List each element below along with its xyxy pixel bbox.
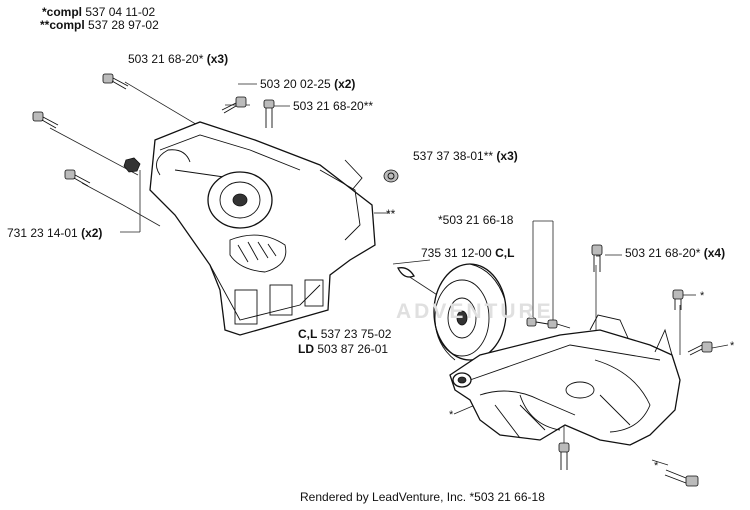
starter-housing: [149, 121, 376, 336]
marker-asterisk: *: [449, 409, 454, 421]
label-bolt-small: 503 21 68-20**: [293, 99, 373, 113]
screw-housing-top-2: [547, 319, 571, 329]
part-qty: (x2): [81, 226, 103, 240]
label-star2-marker: **: [386, 207, 396, 221]
part-models: C,L: [298, 327, 318, 341]
part-qty: (x2): [334, 77, 356, 91]
part-number: *503 21 66-18: [438, 213, 514, 227]
marker-asterisk: *: [654, 460, 659, 472]
part-number: 503 21 68-20*: [625, 246, 701, 260]
part-number: 503 87 26-01: [317, 342, 389, 356]
label-bolt-mid: 503 20 02-25 (x2): [260, 77, 355, 91]
part-qty: (x4): [703, 246, 726, 260]
footer: Rendered by LeadVenture, Inc. *503 21 66…: [300, 490, 545, 504]
bolt-mid: [221, 96, 247, 114]
part-models: C,L: [495, 246, 515, 260]
label-bolt-right: 503 21 68-20* (x4): [625, 246, 725, 260]
clutch-cover-housing: [449, 314, 681, 446]
label-screw-housing: *503 21 66-18: [438, 213, 513, 227]
part-number: 503 21 68-20**: [293, 99, 374, 113]
header-line-1: *compl 537 04 11-02: [42, 6, 155, 19]
bolt-bottom-right: [664, 469, 699, 487]
footer-credit: Rendered by LeadVenture, Inc.: [300, 490, 467, 504]
bolt-top-left: [102, 73, 129, 90]
stud-left: [64, 169, 91, 187]
header-compl-prefix-2: **compl: [40, 18, 85, 32]
part-number: 503 20 02-25: [260, 77, 331, 91]
bolt-left-long: [32, 111, 59, 129]
clutch-drum: [433, 263, 507, 361]
screw-housing-top: [526, 317, 549, 327]
part-number: 731 23 14-01: [7, 226, 78, 240]
bolt-right-upper: [672, 289, 684, 310]
label-bolt-top-left: 503 21 68-20* (x3): [128, 52, 228, 66]
header-compl-value-1: 537 04 11-02: [85, 5, 156, 19]
marker-asterisk: *: [700, 290, 705, 302]
bolt-right-side: [687, 341, 713, 356]
part-number: 503 21 68-20*: [128, 52, 204, 66]
marker-asterisk: *: [730, 340, 735, 352]
footer-part: *503 21 66-18: [469, 490, 545, 504]
screw-bottom: [558, 442, 570, 470]
label-drum-1: C,L 537 23 75-02: [298, 327, 391, 341]
label-stud-left: 731 23 14-01 (x2): [7, 226, 102, 240]
header-line-2: **compl 537 28 97-02: [40, 19, 159, 32]
bolt-right-top: [591, 244, 603, 272]
part-qty: (x3): [496, 149, 518, 163]
nut-left: [123, 157, 141, 173]
bolt-small: [263, 99, 275, 128]
part-models: LD: [298, 342, 314, 356]
header-compl-value-2: 537 28 97-02: [88, 18, 159, 32]
label-drum-2: LD 503 87 26-01: [298, 342, 388, 356]
part-number: 537 23 75-02: [320, 327, 392, 341]
header-compl-prefix-1: *compl: [42, 5, 83, 19]
clip: [397, 267, 415, 278]
part-number: 735 31 12-00: [421, 246, 492, 260]
watermark-text: ADVENTURE: [396, 300, 554, 323]
part-qty: (x3): [206, 52, 229, 66]
label-clip: 735 31 12-00 C,L: [421, 246, 514, 260]
label-spacer: 537 37 38-01** (x3): [413, 149, 518, 163]
spacer: [383, 169, 399, 183]
part-number: 537 37 38-01**: [413, 149, 494, 163]
